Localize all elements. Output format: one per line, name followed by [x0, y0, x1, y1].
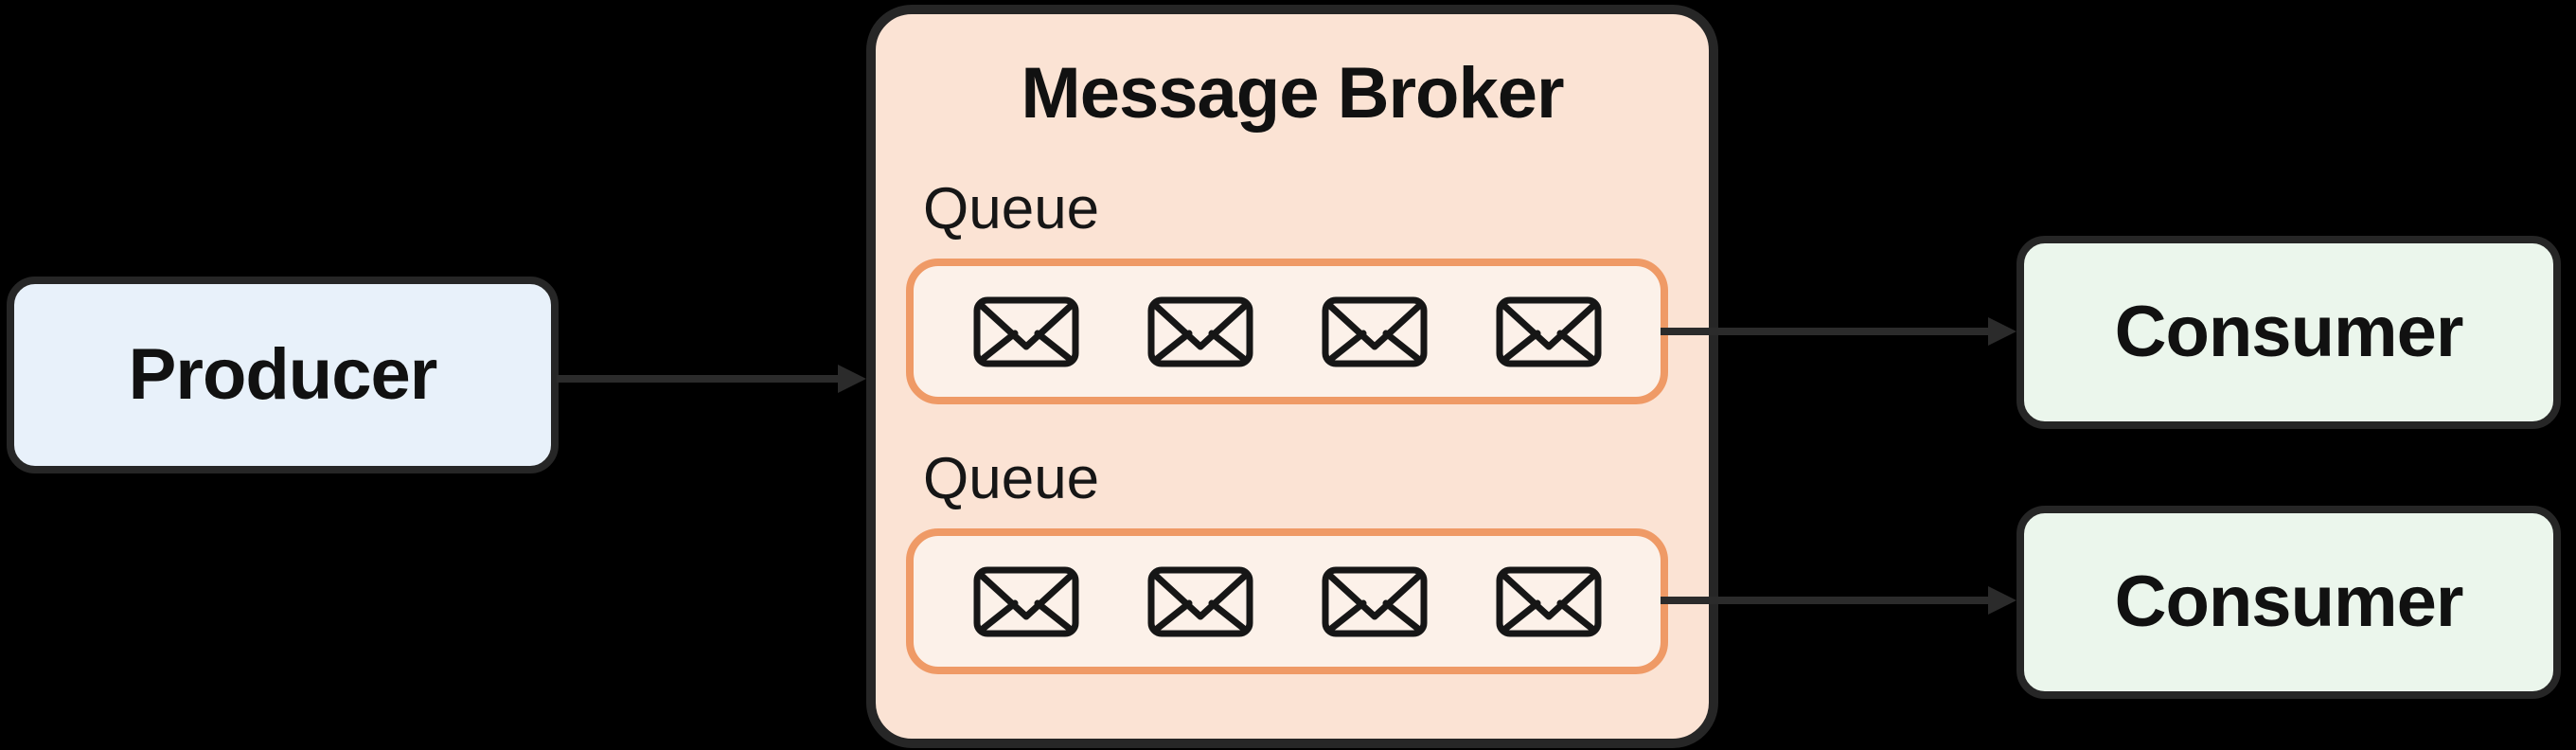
queue2-to-consumer2-arrow — [1661, 597, 1990, 604]
producer-label: Producer — [128, 334, 438, 415]
queue-1-label: Queue — [923, 176, 1100, 241]
envelope-icon — [973, 296, 1078, 366]
consumer-1-node: Consumer — [2016, 236, 2561, 429]
envelope-icon — [1496, 296, 1601, 366]
envelope-icon — [1147, 566, 1252, 636]
producer-node: Producer — [7, 277, 559, 473]
envelope-icon — [1322, 296, 1427, 366]
envelope-icon — [1147, 296, 1252, 366]
envelope-icon — [973, 566, 1078, 636]
envelope-icon — [1496, 566, 1601, 636]
queue-1 — [906, 259, 1668, 404]
producer-to-broker-arrow — [557, 375, 841, 383]
queue-2-messages — [914, 536, 1661, 667]
queue2-to-consumer2-arrowhead-icon — [1988, 586, 2016, 615]
envelope-icon — [1322, 566, 1427, 636]
consumer-2-node: Consumer — [2016, 506, 2561, 699]
consumer-1-label: Consumer — [2114, 292, 2464, 372]
consumer-2-label: Consumer — [2114, 562, 2464, 642]
queue1-to-consumer1-arrowhead-icon — [1988, 317, 2016, 346]
queue1-to-consumer1-arrow — [1661, 328, 1990, 335]
queue-2 — [906, 528, 1668, 674]
queue-2-label: Queue — [923, 446, 1100, 511]
message-broker-title: Message Broker — [1021, 53, 1564, 134]
queue-1-messages — [914, 266, 1661, 397]
producer-to-broker-arrowhead-icon — [838, 365, 866, 393]
